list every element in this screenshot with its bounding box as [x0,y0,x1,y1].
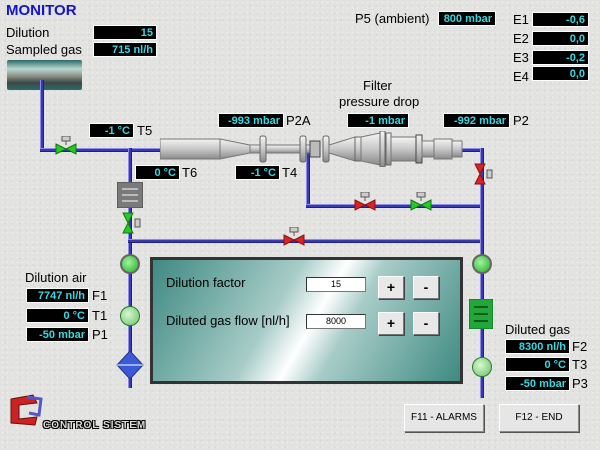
f2-label: F2 [572,339,588,354]
valve-bypass-right-icon[interactable] [410,192,432,212]
control-sistem-logo-icon [10,394,43,426]
e1-display: -0,6 [532,12,589,27]
diluted-gas-flow-input[interactable]: 8000 [306,314,366,329]
control-panel: Dilution factor 15 + - Diluted gas flow … [150,257,463,384]
dilution-display: 15 [93,25,157,40]
dilution-label: Dilution [6,25,50,40]
p5-ambient-label: P5 (ambient) [355,11,430,26]
sampled-gas-label: Sampled gas [6,42,82,57]
p5-ambient-display: 800 mbar [438,11,496,26]
e4-display: 0,0 [532,66,589,81]
pipe-bypass [306,204,484,208]
heater-icon [469,299,493,329]
e1-label: E1 [513,12,529,27]
p3-label: P3 [572,376,588,391]
p1-label: P1 [92,327,108,342]
pipe-bypass-down [306,150,310,206]
pipe-sample-main [40,148,165,152]
p2a-display: -993 mbar [218,113,284,128]
flowmeter-f2-icon [472,357,492,377]
p2-label: P2 [513,113,529,128]
t5-label: T5 [137,123,153,138]
e3-display: -0,2 [532,50,589,65]
cooler-icon [117,182,143,208]
sample-source-image [7,60,82,90]
air-filter-icon [116,350,144,380]
t3-label: T3 [572,357,588,372]
pipe-sample-corner [40,80,44,84]
f12-end-button[interactable]: F12 - END [499,404,579,432]
f1-display: 7747 nl/h [26,288,89,303]
t4-display: -1 °C [235,165,280,180]
valve-filter-outlet-icon[interactable] [474,163,494,185]
filter-label-1: Filter [363,78,392,93]
dilution-factor-input[interactable]: 15 [306,277,366,292]
diluted-gas-flow-label: Diluted gas flow [nl/h] [166,313,290,328]
diluted-gas-label: Diluted gas [505,322,571,337]
e3-label: E3 [513,50,529,65]
dilution-air-label: Dilution air [25,270,87,285]
filter-pressure-drop-display: -1 mbar [347,113,409,128]
logo-text: CONTROL SISTEM [43,420,147,431]
t6-label: T6 [182,165,198,180]
diluted-gas-flow-decrease-button[interactable]: - [413,312,439,335]
e2-label: E2 [513,31,529,46]
valve-dilution-line-icon[interactable] [283,227,305,247]
ejector-filter-assembly [160,131,463,167]
diluted-gas-flow-increase-button[interactable]: + [378,312,404,335]
dilution-factor-label: Dilution factor [166,275,246,290]
e2-display: 0,0 [532,31,589,46]
p2-display: -992 mbar [443,113,510,128]
t4-label: T4 [282,165,298,180]
filter-label-2: pressure drop [339,94,420,109]
pipe-sample-down [40,80,44,150]
pump-dilution-air-icon[interactable] [120,254,140,274]
pipe-filter-outlet [460,148,484,152]
t3-display: 0 °C [505,357,570,372]
sampled-gas-display: 715 nl/h [93,42,157,57]
pipe-dilution-line [128,239,484,243]
valve-cooler-outlet-icon[interactable] [122,212,142,234]
p2a-label: P2A [286,113,311,128]
e4-label: E4 [513,69,529,84]
p3-display: -50 mbar [505,376,570,391]
p1-display: -50 mbar [26,327,89,342]
f1-label: F1 [92,288,108,303]
valve-bypass-left-icon[interactable] [354,192,376,212]
t1-display: 0 °C [26,308,89,323]
f2-display: 8300 nl/h [505,339,570,354]
t6-display: 0 °C [135,165,180,180]
t5-display: -1 °C [89,123,134,138]
t1-label: T1 [92,308,108,323]
valve-sample-inlet-icon[interactable] [55,136,77,156]
page-title: MONITOR [6,2,77,19]
flowmeter-f1-icon [120,306,140,326]
f11-alarms-button[interactable]: F11 - ALARMS [404,404,484,432]
dilution-factor-increase-button[interactable]: + [378,276,404,299]
dilution-factor-decrease-button[interactable]: - [413,276,439,299]
pump-diluted-gas-icon[interactable] [472,254,492,274]
